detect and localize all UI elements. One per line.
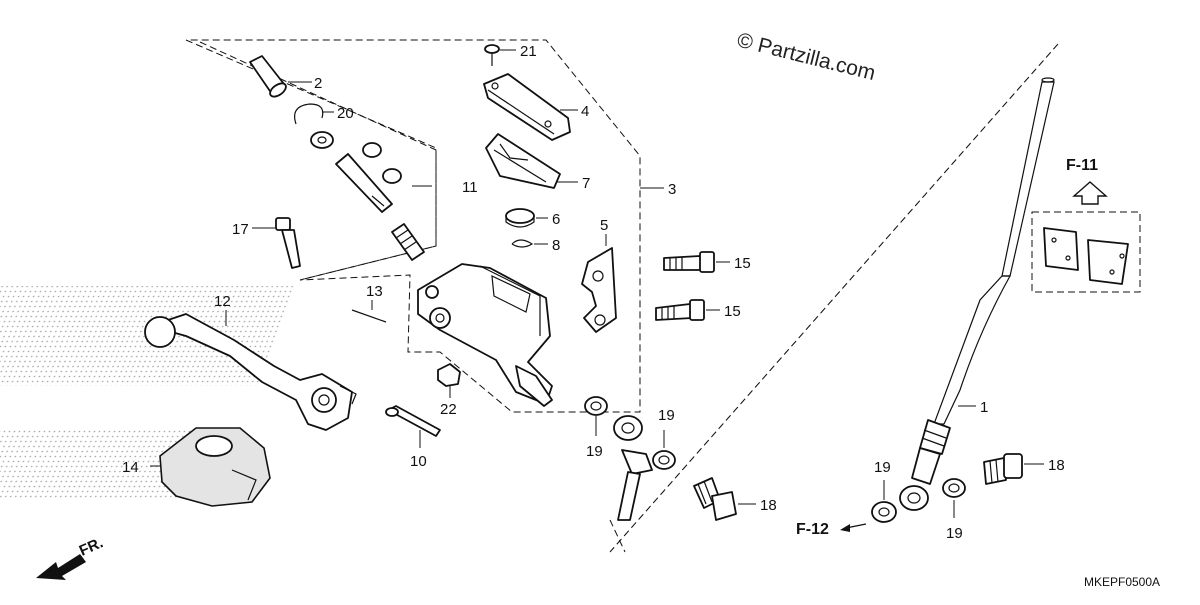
callout-2: 2	[314, 75, 322, 92]
callout-19-d: 19	[946, 525, 963, 542]
callout-14: 14	[122, 459, 139, 476]
diagram-code: MKEPF0500A	[1084, 575, 1160, 589]
callout-13: 13	[366, 283, 383, 300]
hose-outline-end	[609, 519, 626, 553]
callout-4: 4	[581, 103, 589, 120]
copyright-text: © Partzilla.com	[735, 29, 878, 86]
part-19-washer-b[interactable]	[652, 430, 676, 470]
part-8-circlip[interactable]	[511, 239, 548, 248]
arrow-up-icon	[1072, 181, 1108, 205]
hose-banjo-right[interactable]	[899, 485, 929, 511]
part-12-brake-lever[interactable]	[0, 286, 357, 431]
part-11-piston-kit[interactable]	[310, 131, 425, 261]
part-19-washer-d[interactable]	[942, 478, 966, 518]
part-19-washer-a[interactable]	[584, 396, 608, 436]
part-18-banjo-bolt-a[interactable]	[693, 477, 756, 521]
callout-15-upper: 15	[734, 255, 751, 272]
front-marker-text: FR.	[77, 534, 106, 559]
reference-f11-parts	[1043, 227, 1129, 285]
callout-22: 22	[440, 401, 457, 418]
part-19-washer-c[interactable]	[871, 480, 897, 523]
callout-19-b: 19	[658, 407, 675, 424]
hose-banjo-left[interactable]	[613, 415, 653, 521]
callout-12: 12	[214, 293, 231, 310]
part-6-plate[interactable]	[505, 208, 548, 228]
part-5-holder-clamp[interactable]	[581, 234, 617, 333]
reference-f11-box	[1031, 211, 1141, 293]
assembly-outline-3	[185, 39, 641, 413]
part-1-brake-hose[interactable]	[911, 77, 1055, 485]
callout-5: 5	[600, 217, 608, 234]
part-14-lever-cover[interactable]	[0, 427, 271, 507]
callout-10: 10	[410, 453, 427, 470]
part-2-boot[interactable]	[249, 55, 312, 99]
callout-3: 3	[668, 181, 676, 198]
callout-20: 20	[337, 105, 354, 122]
part-20-circlip[interactable]	[294, 103, 334, 125]
part-22-nut[interactable]	[437, 363, 461, 398]
callout-18-a: 18	[760, 497, 777, 514]
part-15-bolt-lower[interactable]	[655, 299, 720, 321]
hose-outline-diagonal	[609, 43, 1059, 553]
part-13-spring[interactable]	[351, 300, 387, 323]
master-cylinder-body[interactable]	[417, 263, 553, 407]
front-direction-arrow-icon	[36, 554, 86, 580]
callout-17: 17	[232, 221, 249, 238]
callout-19-a: 19	[586, 443, 603, 460]
callout-21: 21	[520, 43, 537, 60]
callout-15-lower: 15	[724, 303, 741, 320]
callout-7: 7	[582, 175, 590, 192]
part-18-banjo-bolt-b[interactable]	[983, 453, 1044, 485]
reference-f12: F-12	[796, 521, 829, 538]
callout-11: 11	[462, 179, 478, 196]
callout-6: 6	[552, 211, 560, 228]
part-15-bolt-upper[interactable]	[663, 251, 730, 273]
callout-19-c: 19	[874, 459, 891, 476]
callout-8: 8	[552, 237, 560, 254]
arrow-left-icon	[840, 523, 867, 532]
reference-f11: F-11	[1066, 157, 1098, 174]
callout-1: 1	[980, 399, 988, 416]
part-4-reservoir-cap[interactable]	[483, 73, 578, 141]
part-17-bolt[interactable]	[252, 217, 301, 269]
part-7-diaphragm[interactable]	[485, 133, 578, 189]
part-10-pivot-bolt[interactable]	[385, 405, 441, 448]
part-21-screw[interactable]	[484, 44, 516, 66]
callout-18-b: 18	[1048, 457, 1065, 474]
